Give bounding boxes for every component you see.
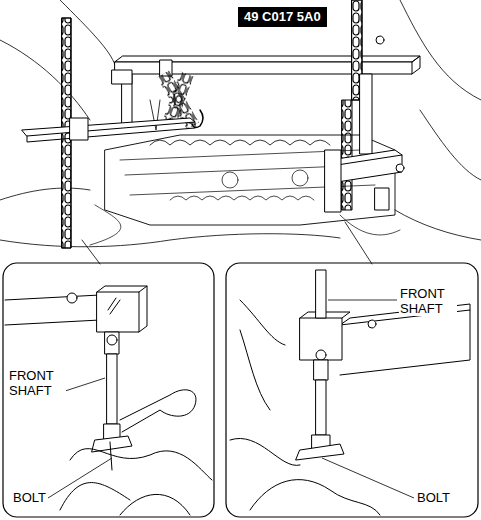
part-label: FRONT SHAFT <box>8 368 66 398</box>
part-label: BOLT <box>416 490 451 505</box>
part-label: BOLT <box>12 490 47 505</box>
tool-number-box: 49 C017 5A0 <box>238 7 327 27</box>
part-label: FRONT SHAFT <box>399 286 457 316</box>
tool-number: 49 C017 5A0 <box>244 9 321 24</box>
